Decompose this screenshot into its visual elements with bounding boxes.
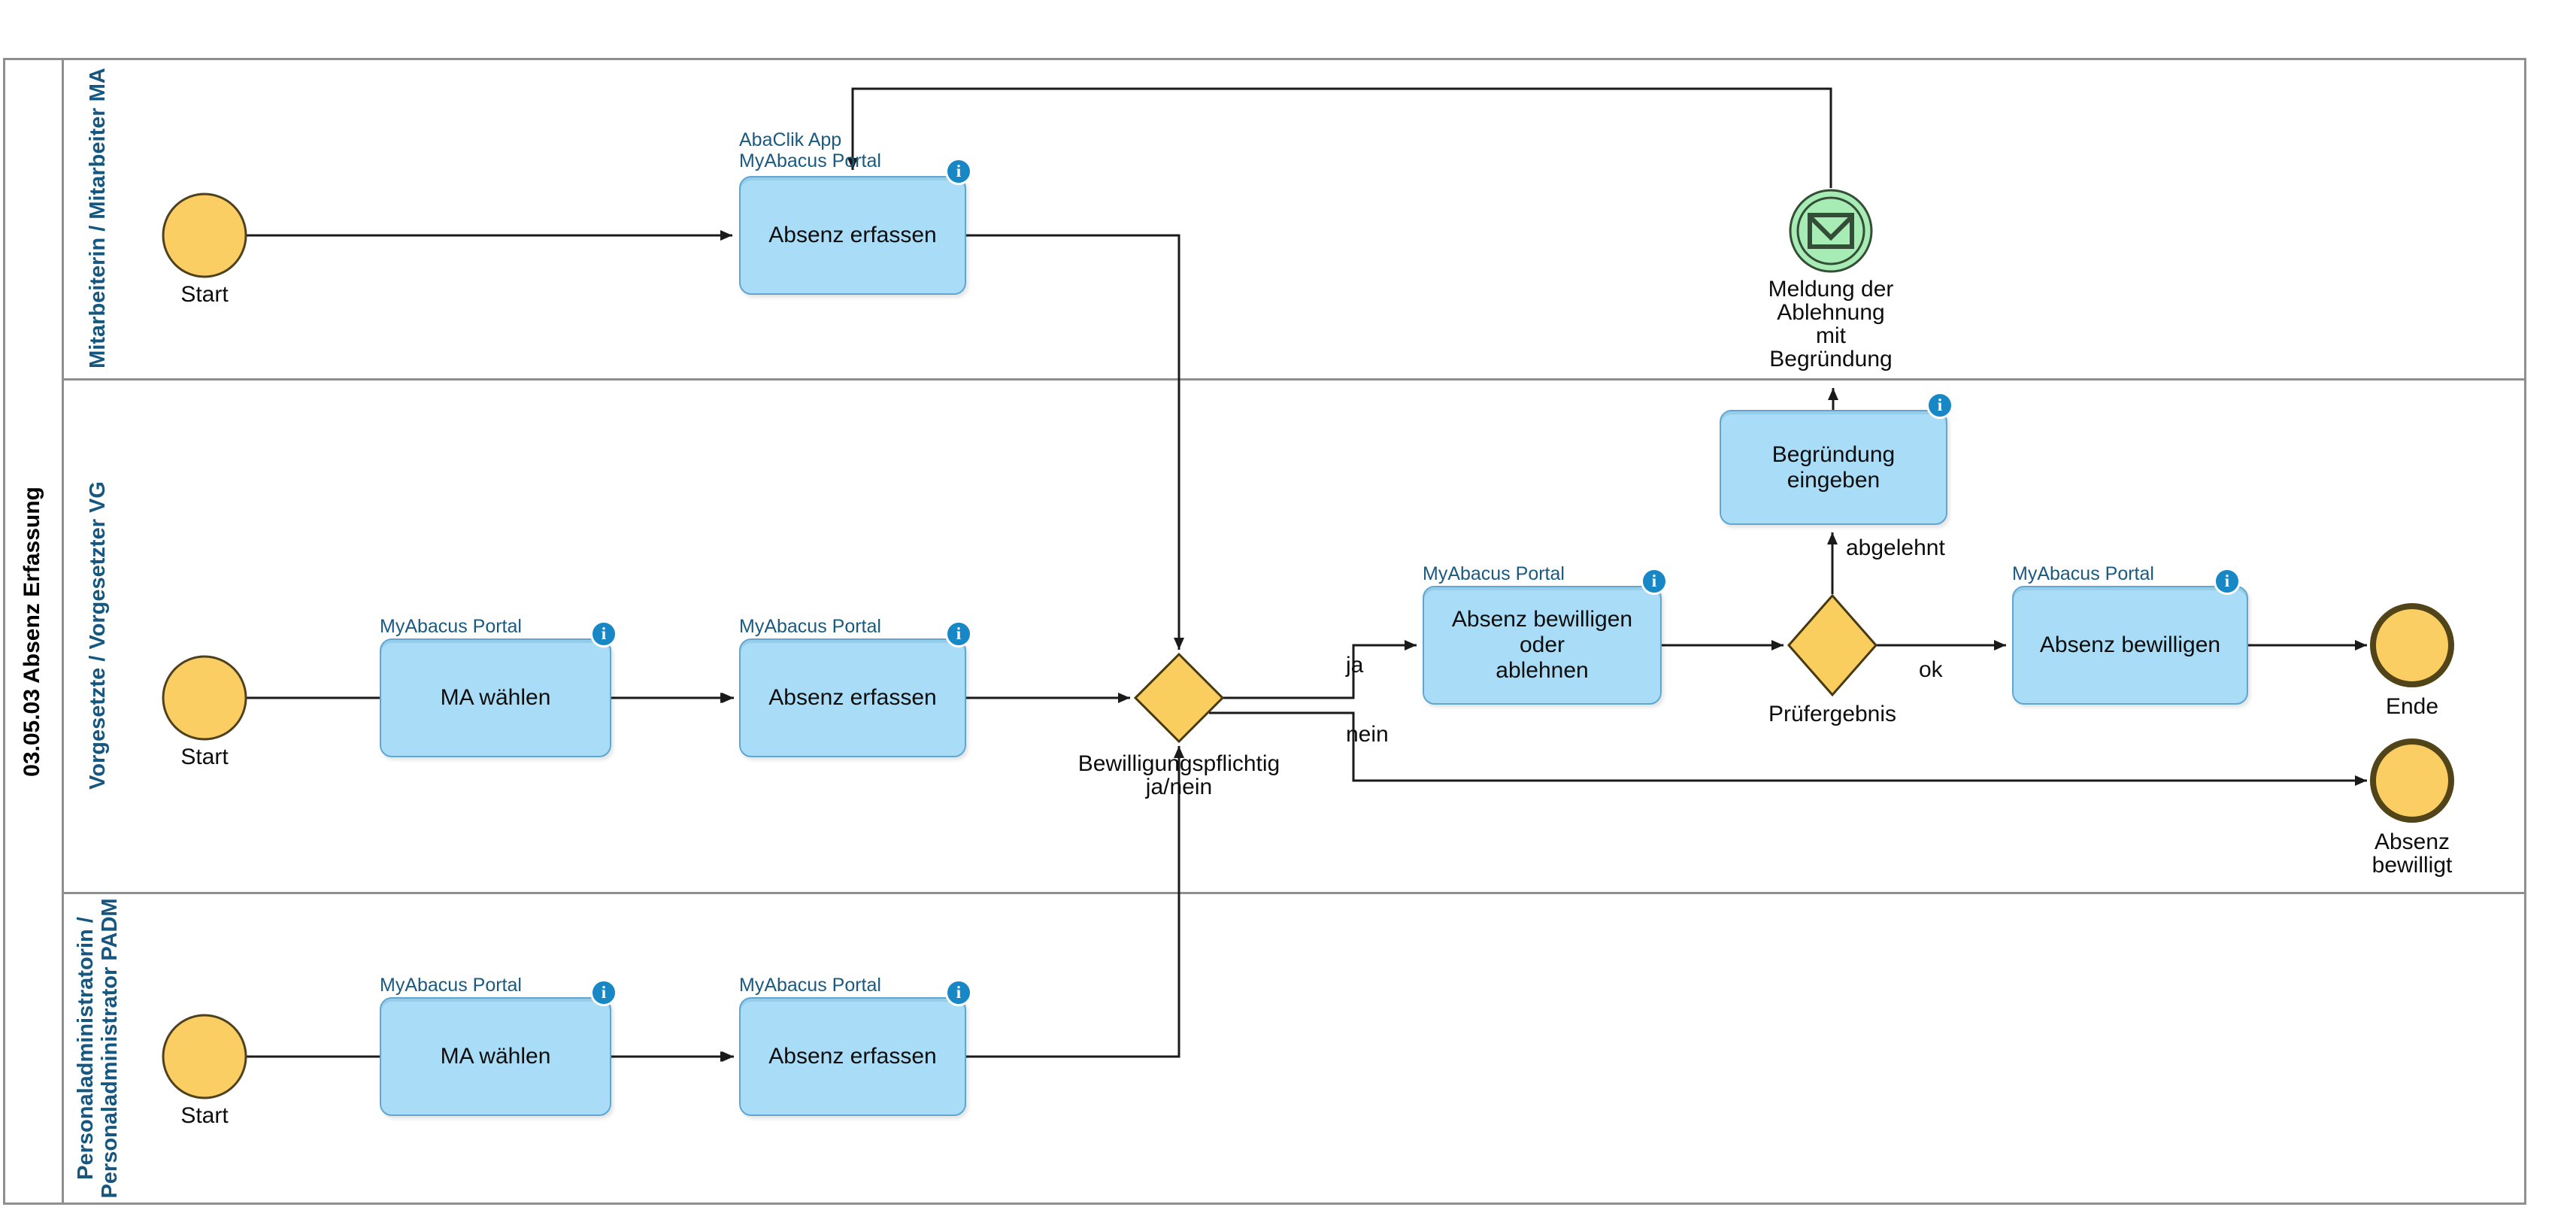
flow-label-ja: ja bbox=[1346, 653, 1364, 678]
task-annotation: MyAbacus Portal bbox=[380, 975, 522, 996]
task-annotation: MyAbacus Portal bbox=[739, 616, 881, 637]
task-absenz-bewilligen[interactable]: Absenz bewilligen bbox=[2012, 586, 2248, 705]
task-annotation: MyAbacus Portal bbox=[1423, 563, 1565, 584]
label-line: mit bbox=[1816, 323, 1846, 348]
info-icon[interactable]: i bbox=[945, 158, 972, 185]
start-ma-label: Start bbox=[180, 282, 229, 307]
annotation-line: AbaClik App bbox=[739, 129, 842, 150]
task-label-line: Absenz bewilligen oder bbox=[1451, 607, 1633, 657]
lane-divider-1 bbox=[62, 378, 2526, 381]
flow-meldung-to-absenz-erfassen-ma bbox=[847, 87, 1832, 188]
message-envelope-icon bbox=[1808, 213, 1854, 249]
task-absenz-bewilligen-oder-ablehnen[interactable]: Absenz bewilligen oder ablehnen bbox=[1423, 586, 1662, 705]
flow-gateway-nein-to-absenz-bewilligt bbox=[1209, 711, 2367, 786]
message-event-inner-ring bbox=[1796, 196, 1865, 265]
flow-absenz-erfassen-ma-to-gateway bbox=[966, 234, 1184, 650]
gateway-bewilligungspflichtig-label: Bewilligungspflichtig ja/nein bbox=[1051, 752, 1307, 799]
start-event-vorgesetzte[interactable] bbox=[162, 655, 247, 741]
flow-absenz-erfassen-padm-to-gateway bbox=[966, 746, 1184, 1058]
task-annotation: MyAbacus Portal bbox=[2012, 563, 2154, 584]
label-line: Begründung bbox=[1769, 347, 1893, 371]
annotation-line: MyAbacus Portal bbox=[739, 150, 881, 171]
flow-label-ok: ok bbox=[1919, 657, 1943, 682]
start-padm-label: Start bbox=[180, 1103, 229, 1128]
message-event-label: Meldung der Ablehnung mit Begründung bbox=[1741, 277, 1921, 371]
task-ma-waehlen-padm[interactable]: MA wählen bbox=[380, 997, 611, 1116]
task-begruendung-eingeben[interactable]: Begründung eingeben bbox=[1720, 410, 1947, 525]
info-icon[interactable]: i bbox=[590, 979, 617, 1006]
label-line: Absenz bbox=[2374, 829, 2450, 854]
start-event-mitarbeiter[interactable] bbox=[162, 193, 247, 278]
info-icon[interactable]: i bbox=[945, 620, 972, 647]
label-line: Ablehnung bbox=[1777, 300, 1885, 325]
pool-border bbox=[3, 58, 2526, 1205]
task-absenz-erfassen-padm[interactable]: Absenz erfassen bbox=[739, 997, 966, 1116]
label-line: Meldung der bbox=[1768, 277, 1894, 302]
task-annotation: MyAbacus Portal bbox=[380, 616, 522, 637]
task-annotation: MyAbacus Portal bbox=[739, 975, 881, 996]
task-absenz-erfassen-vg[interactable]: Absenz erfassen bbox=[739, 638, 966, 757]
task-ma-waehlen-vg[interactable]: MA wählen bbox=[380, 638, 611, 757]
flow-gateway-ja-to-bewilligen-oder-ablehnen bbox=[1223, 640, 1417, 699]
info-icon[interactable]: i bbox=[1926, 392, 1953, 419]
info-icon[interactable]: i bbox=[945, 979, 972, 1006]
task-absenz-erfassen-ma[interactable]: Absenz erfassen bbox=[739, 176, 966, 295]
flow-label-abgelehnt: abgelehnt bbox=[1846, 535, 1945, 560]
flow-label-nein: nein bbox=[1346, 722, 1389, 747]
start-vg-label: Start bbox=[180, 744, 229, 769]
gateway-bewilligungspflichtig[interactable] bbox=[1133, 652, 1225, 744]
info-icon[interactable]: i bbox=[2214, 568, 2241, 595]
label-line: bewilligt bbox=[2371, 853, 2453, 878]
message-event-meldung-ablehnung[interactable] bbox=[1789, 189, 1873, 273]
end-absenz-bewilligt-label: Absenz bewilligt bbox=[2337, 830, 2487, 877]
task-label-line: ablehnen bbox=[1496, 658, 1589, 683]
start-event-personaladministrator[interactable] bbox=[162, 1014, 247, 1099]
pool-title-divider bbox=[62, 58, 64, 1205]
info-icon[interactable]: i bbox=[590, 620, 617, 647]
end-event-absenz-bewilligt[interactable] bbox=[2370, 738, 2454, 823]
label-line: Bewilligungspflichtig bbox=[1077, 751, 1280, 776]
label-line: ja/nein bbox=[1145, 775, 1213, 799]
task-annotation: AbaClik App MyAbacus Portal bbox=[739, 129, 881, 171]
lane-divider-2 bbox=[62, 892, 2526, 894]
gateway-pruefergebnis[interactable] bbox=[1787, 593, 1877, 697]
info-icon[interactable]: i bbox=[1641, 568, 1668, 595]
gateway-pruefergebnis-label: Prüfergebnis bbox=[1768, 702, 1897, 726]
end-event-ende[interactable] bbox=[2370, 603, 2454, 687]
end-ende-label: Ende bbox=[2385, 694, 2439, 719]
